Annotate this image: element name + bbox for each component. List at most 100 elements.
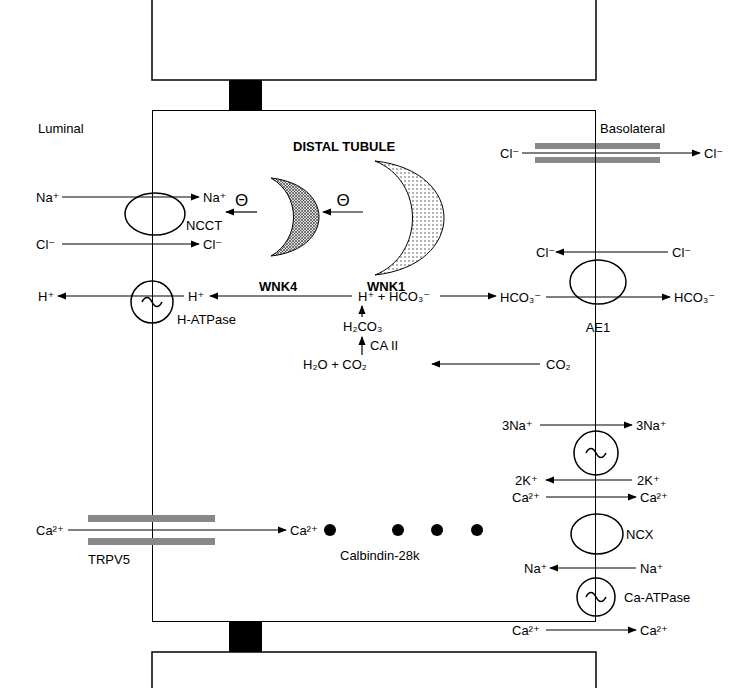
ion-arrow (546, 629, 636, 630)
ion-label: Ca²⁺ (36, 523, 64, 538)
ion-label: Cl⁻ (536, 245, 555, 260)
reaction-label: H₂CO₃ (343, 319, 382, 334)
ion-label: Na⁺ (524, 561, 547, 576)
protein-label: Calbindin-28k (340, 548, 420, 563)
pump-symbol (586, 593, 606, 602)
inhibition-sign: Θ (234, 192, 249, 210)
tight-junction (229, 80, 262, 110)
transporter-outline (125, 193, 185, 235)
ion-arrow (546, 479, 632, 480)
pump: H-ATPase (129, 279, 243, 329)
tight-junction (229, 622, 262, 652)
transporter-shape (568, 258, 628, 306)
kinase-shape (271, 178, 319, 256)
ion-arrow (522, 152, 700, 153)
transporter-shape (570, 513, 624, 555)
ion-arrow (540, 424, 632, 425)
ion-label: Cl⁻ (36, 237, 55, 252)
ion-label: Cl⁻ (672, 245, 691, 260)
pump-outline (577, 578, 615, 616)
ion-label: Ca²⁺ (512, 623, 540, 638)
transporter-outline (570, 260, 626, 304)
ion-label: Ca²⁺ (512, 490, 540, 505)
ion-label: H⁺ (188, 289, 204, 304)
kinase: WNK1 (363, 159, 449, 297)
ion-label: 3Na⁺ (636, 418, 667, 433)
ion-label: CO₂ (546, 357, 571, 372)
reaction-label: H₂O + CO₂ (303, 357, 367, 372)
pump: Ca-ATPase (575, 576, 705, 620)
ion-label: Ca²⁺ (640, 490, 668, 505)
side-label: Basolateral (600, 121, 665, 136)
ion-label: Ca²⁺ (640, 623, 668, 638)
ion-label: HCO₃⁻ (500, 290, 541, 305)
calbindin-dot (324, 524, 336, 536)
pump-name: Ca-ATPase (624, 590, 690, 605)
reaction-arrow (361, 306, 362, 317)
ion-arrow (546, 296, 670, 297)
ion-label: Cl⁻ (203, 237, 222, 252)
cell-box: DISTAL TUBULE WNK4 WNK1 (152, 110, 596, 622)
ion-arrow (440, 295, 496, 296)
reaction-label: H⁺ + HCO₃⁻ (358, 289, 430, 304)
channel-wall (88, 538, 215, 545)
pump-symbol (142, 298, 162, 307)
ion-arrow (68, 529, 286, 530)
pump-symbol (586, 449, 606, 458)
calbindin-dot (392, 524, 404, 536)
ion-arrow (550, 567, 636, 568)
channel-name: TRPV5 (88, 552, 130, 567)
kinase-shape (363, 159, 449, 277)
reaction-arrow (361, 337, 362, 355)
ion-label: HCO₃⁻ (674, 290, 715, 305)
channel-shape (86, 511, 218, 549)
inhibition-arrow (323, 211, 363, 212)
transporter: NCX (568, 513, 662, 557)
transporter-shape (123, 192, 187, 238)
calbindin-dot (471, 524, 483, 536)
na-k-pump (574, 431, 618, 475)
ion-label: Cl⁻ (704, 146, 723, 161)
transporter-name: AE1 (586, 320, 611, 335)
ion-arrow (546, 496, 636, 497)
chloride-channel (535, 157, 660, 163)
inhibition-sign: Θ (335, 192, 350, 210)
channel-wall (88, 515, 215, 522)
transporter-name: NCX (626, 527, 653, 542)
ion-label: 2K⁺ (515, 473, 538, 488)
ion-arrow (62, 243, 199, 244)
cell-title: DISTAL TUBULE (293, 139, 395, 154)
pump-outline (131, 281, 173, 323)
transporter-name: NCCT (186, 218, 222, 233)
transporter: AE1 (566, 256, 630, 340)
ion-arrow (58, 295, 184, 296)
pump-name: H-ATPase (177, 312, 236, 327)
kinase-shape (375, 161, 444, 275)
ion-arrow (432, 363, 540, 364)
ion-label: Ca²⁺ (290, 523, 318, 538)
ion-label: Na⁺ (36, 190, 59, 205)
ion-label: Cl⁻ (500, 146, 519, 161)
ion-arrow (556, 251, 668, 252)
chloride-channel (535, 143, 660, 149)
side-label: Luminal (38, 121, 84, 136)
ion-label: 2K⁺ (637, 473, 660, 488)
ion-arrow (62, 196, 199, 197)
transporter-outline (571, 514, 623, 554)
kinase-shape (257, 175, 323, 259)
ion-arrow (210, 295, 352, 296)
ion-label: H⁺ (38, 289, 54, 304)
ion-label: 3Na⁺ (502, 418, 533, 433)
neighbor-cell (152, 0, 596, 80)
neighbor-cell (152, 652, 596, 688)
calbindin-dot (431, 524, 443, 536)
kinase-name: WNK4 (259, 279, 297, 294)
ion-label: Na⁺ (203, 190, 226, 205)
channel: TRPV5 (86, 511, 218, 569)
kinase: WNK4 (257, 175, 323, 297)
ion-label: Na⁺ (640, 561, 663, 576)
pump-shape (575, 576, 617, 618)
enzyme-label: CA II (370, 338, 398, 353)
pump-shape (129, 279, 175, 325)
